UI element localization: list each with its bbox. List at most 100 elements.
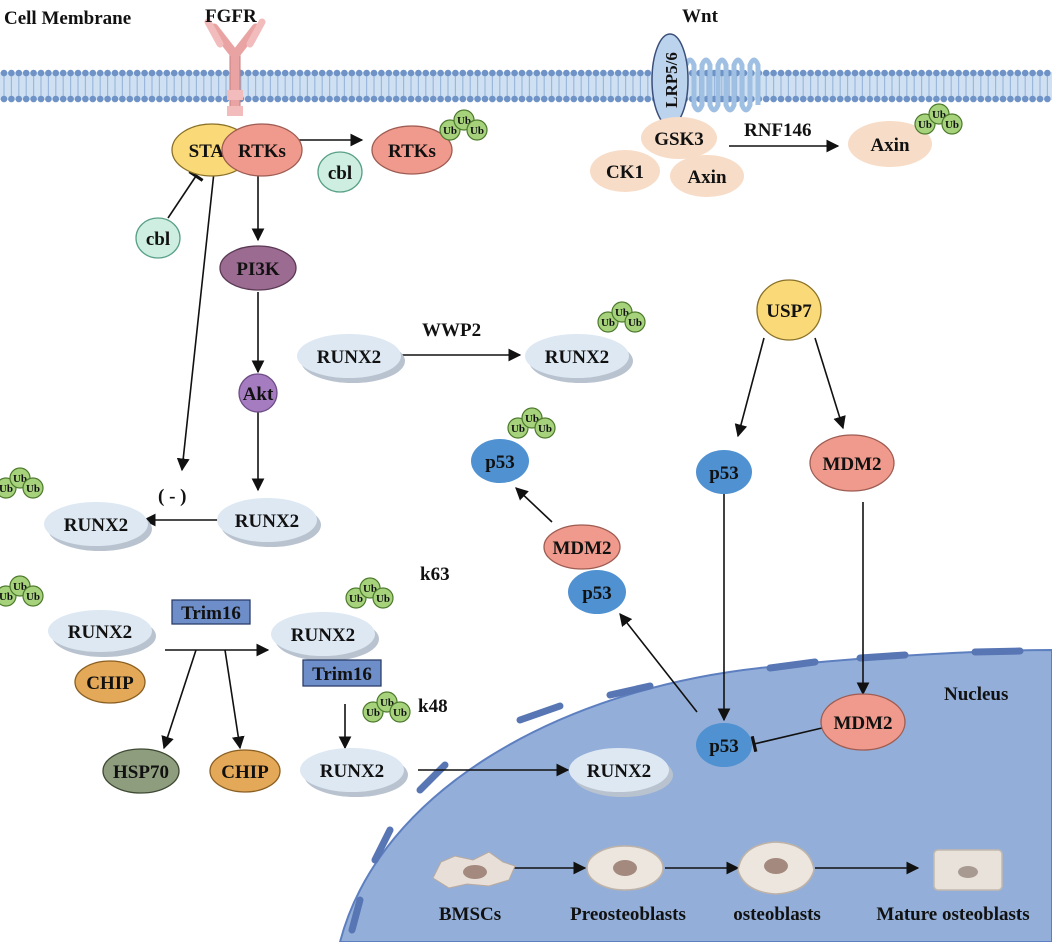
cell-label: Preosteoblasts	[570, 904, 686, 925]
node-p53-nucleus-label: p53	[709, 736, 739, 757]
node-p53-ub: p53	[471, 439, 529, 483]
node-runx2-k63: RUNX2	[271, 612, 379, 661]
node-runx2-k48-label: RUNX2	[320, 761, 384, 782]
node-trim16-box2: Trim16	[302, 659, 382, 687]
node-usp7-label: USP7	[766, 301, 812, 322]
node-runx2-akt: RUNX2	[217, 498, 321, 547]
node-hsp70: HSP70	[102, 748, 180, 794]
ub-label: Ub	[366, 707, 380, 719]
node-rtks-label: RTKs	[238, 141, 286, 162]
ub-label: Ub	[628, 317, 642, 329]
node-mdm2-nucleus-label: MDM2	[833, 713, 892, 734]
node-axin-label: Axin	[687, 167, 727, 188]
node-cbl-left-label: cbl	[146, 229, 170, 250]
cell-osteoblasts: osteoblasts	[733, 841, 821, 925]
osteoblast-differentiation: BMSCs Preosteoblasts osteoblasts Mature ost…	[432, 841, 1030, 925]
node-rtks-ub-label: RTKs	[388, 141, 436, 162]
cell-mature-osteoblasts: Mature osteoblasts	[876, 849, 1030, 925]
node-ck1: CK1	[590, 150, 660, 192]
node-trim16-box2-label: Trim16	[312, 664, 372, 685]
ub-label: Ub	[615, 307, 629, 319]
diagram-edges	[142, 133, 920, 875]
lrp-frizzled-receptor: LRP5/6	[651, 33, 761, 127]
ub-label: Ub	[0, 591, 13, 603]
node-p53-nucleus: p53	[696, 723, 752, 767]
node-cbl-left: cbl	[135, 217, 181, 259]
ub-label: Ub	[393, 707, 407, 719]
node-p53-cyto-label: p53	[582, 583, 612, 604]
ub-label: Ub	[525, 413, 539, 425]
node-cbl-top: cbl	[317, 151, 363, 193]
node-axin-ub: Axin	[848, 121, 932, 167]
node-hsp70-label: HSP70	[113, 762, 169, 783]
node-trim16-box: Trim16	[171, 599, 251, 625]
node-mdm2-cyto: MDM2	[543, 524, 621, 570]
ub-label: Ub	[932, 109, 946, 121]
node-gsk3: GSK3	[641, 117, 717, 159]
cell-preosteoblasts: Preosteoblasts	[570, 845, 686, 925]
node-runx2-wwp2-ub-label: RUNX2	[545, 347, 609, 368]
ub-label: Ub	[26, 483, 40, 495]
ub-label: Ub	[380, 697, 394, 709]
node-p53-ub-label: p53	[485, 452, 515, 473]
cell-label: BMSCs	[439, 904, 501, 925]
ub-label: Ub	[349, 593, 363, 605]
node-runx2-akt-label: RUNX2	[235, 511, 299, 532]
cell-label: Mature osteoblasts	[876, 904, 1029, 925]
rnf146-label: RNF146	[744, 120, 812, 141]
node-runx2-wwp2: RUNX2	[297, 334, 405, 383]
cell-membrane-label: Cell Membrane	[4, 8, 131, 29]
node-chip-bottom-label: CHIP	[221, 762, 269, 783]
node-mdm2-usp: MDM2	[809, 434, 895, 492]
node-rtks: RTKs	[221, 123, 303, 177]
ub-label: Ub	[363, 583, 377, 595]
node-chip-top-label: CHIP	[86, 673, 134, 694]
ub-label: Ub	[918, 119, 932, 131]
node-runx2-nucleus-label: RUNX2	[587, 761, 651, 782]
node-ck1-label: CK1	[606, 162, 644, 183]
node-runx2-k48: RUNX2	[300, 748, 408, 797]
node-mdm2-cyto-label: MDM2	[552, 538, 611, 559]
node-runx2-k63-label: RUNX2	[291, 625, 355, 646]
node-runx2-wwp2-label: RUNX2	[317, 347, 381, 368]
ub-label: Ub	[945, 119, 959, 131]
node-runx2-left-ub: RUNX2	[44, 502, 152, 551]
node-pi3k-label: PI3K	[236, 259, 280, 280]
ub-label: Ub	[511, 423, 525, 435]
node-runx2-nucleus: RUNX2	[569, 748, 673, 797]
lrp-label: LRP5/6	[662, 52, 681, 108]
node-p53-usp: p53	[696, 450, 752, 494]
ub-label: Ub	[13, 581, 27, 593]
fgfr-label: FGFR	[205, 6, 257, 27]
ub-label: Ub	[0, 483, 13, 495]
cell-bmscs: BMSCs	[432, 851, 516, 925]
node-p53-usp-label: p53	[709, 463, 739, 484]
ub-label: Ub	[26, 591, 40, 603]
node-mdm2-nucleus: MDM2	[820, 693, 906, 751]
ub-label: Ub	[601, 317, 615, 329]
node-axin-ub-label: Axin	[870, 135, 910, 156]
ub-label: Ub	[376, 593, 390, 605]
node-runx2-chip: RUNX2	[48, 610, 156, 657]
node-chip-bottom: CHIP	[209, 749, 281, 793]
inhibition-minus-label: ( - )	[158, 486, 186, 507]
node-gsk3-label: GSK3	[654, 129, 704, 150]
nucleus-label: Nucleus	[944, 684, 1008, 705]
fgfr-receptor	[204, 18, 266, 116]
node-runx2-left-ub-label: RUNX2	[64, 515, 128, 536]
cell-label: osteoblasts	[733, 904, 821, 925]
ub-label: Ub	[443, 125, 457, 137]
wnt-label: Wnt	[682, 6, 719, 27]
node-mdm2-usp-label: MDM2	[822, 454, 881, 475]
k63-label: k63	[420, 564, 450, 585]
node-cbl-top-label: cbl	[328, 163, 352, 184]
ub-label: Ub	[13, 473, 27, 485]
